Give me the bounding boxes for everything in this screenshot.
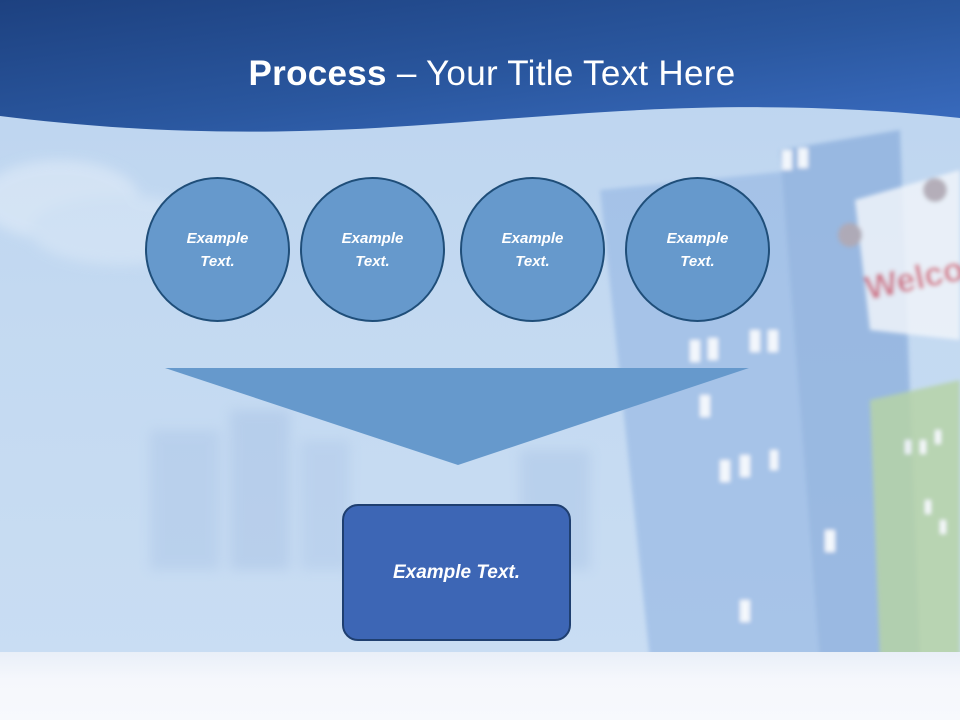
input-circle-label: Example Text. (501, 229, 564, 270)
welcome-sign: Welcome (838, 170, 960, 660)
output-box: Example Text. (342, 504, 571, 641)
footer-band (0, 652, 960, 720)
title-banner (0, 0, 960, 132)
input-circle-4: Example Text. (625, 177, 770, 322)
title-rest: – Your Title Text Here (386, 54, 736, 93)
input-circle-1: Example Text. (145, 177, 290, 322)
input-circle-label: Example Text. (666, 229, 729, 270)
title-bold: Process (248, 54, 387, 93)
input-circle-label: Example Text. (186, 229, 249, 270)
input-circle-2: Example Text. (300, 177, 445, 322)
funnel-arrow (165, 368, 749, 465)
background-city-illustration: Welcome (0, 130, 960, 660)
input-circle-3: Example Text. (460, 177, 605, 322)
output-box-label: Example Text. (392, 561, 521, 583)
building-silhouettes (150, 410, 590, 570)
slide-title: Process – Your Title Text Here (0, 52, 960, 96)
input-circle-label: Example Text. (341, 229, 404, 270)
